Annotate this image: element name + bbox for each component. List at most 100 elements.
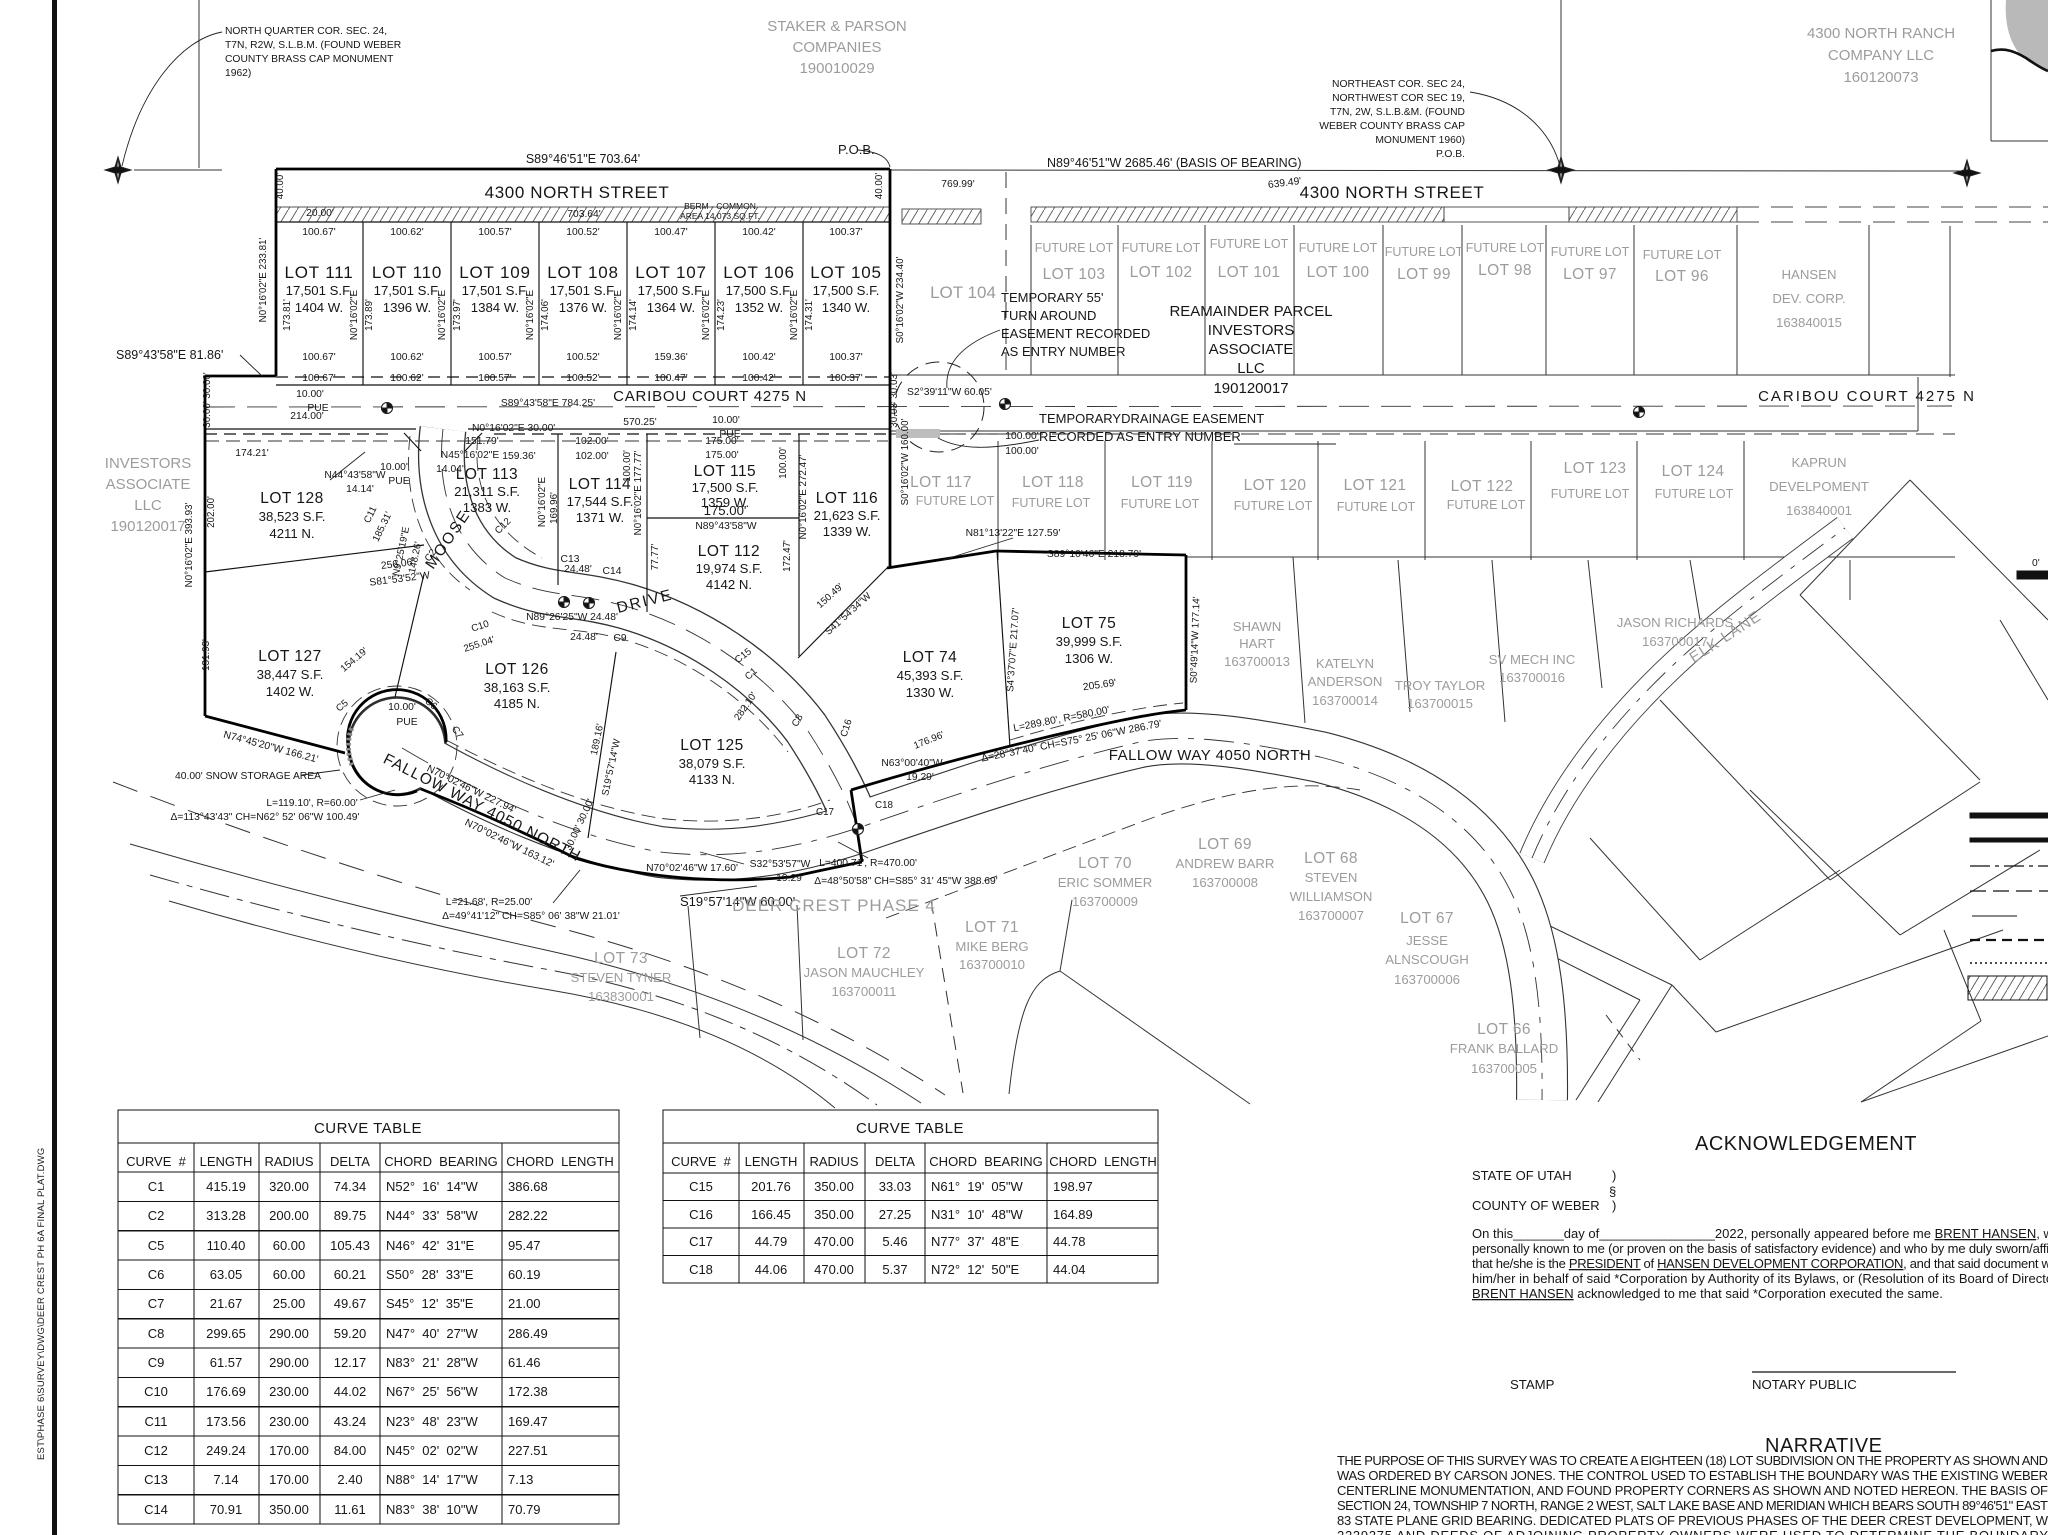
svg-text:DEER CREST PHASE 4: DEER CREST PHASE 4 — [732, 896, 936, 915]
svg-text:LOT 128: LOT 128 — [260, 490, 324, 507]
svg-text:190010029: 190010029 — [799, 60, 874, 77]
svg-text:N0°16'02"E: N0°16'02"E — [613, 289, 624, 340]
svg-text:38,163 S.F.: 38,163 S.F. — [484, 680, 551, 695]
svg-text:230.00: 230.00 — [269, 1414, 309, 1429]
svg-text:163700008: 163700008 — [1192, 875, 1258, 890]
svg-text:S0°16'02"W 234.40': S0°16'02"W 234.40' — [895, 256, 906, 343]
svg-text:415.19: 415.19 — [206, 1179, 246, 1194]
svg-text:100.42': 100.42' — [742, 352, 775, 363]
svg-text:NARRATIVE: NARRATIVE — [1765, 1435, 1882, 1457]
svg-text:N72° 12' 50"E: N72° 12' 50"E — [931, 1262, 1020, 1277]
svg-text:L=119.10', R=60.00': L=119.10', R=60.00' — [266, 798, 357, 809]
svg-text:201.76: 201.76 — [751, 1179, 791, 1194]
svg-text:21.67: 21.67 — [210, 1296, 243, 1311]
svg-text:190120017: 190120017 — [110, 518, 185, 535]
svg-text:S2°39'11"W 60.05': S2°39'11"W 60.05' — [907, 387, 992, 398]
svg-text:170.00: 170.00 — [269, 1472, 309, 1487]
svg-text:11.61: 11.61 — [334, 1502, 366, 1517]
svg-text:17,500 S.F.: 17,500 S.F. — [813, 283, 880, 298]
svg-text:25.00: 25.00 — [273, 1296, 306, 1311]
svg-text:C7: C7 — [449, 724, 465, 741]
svg-text:1306 W.: 1306 W. — [1065, 651, 1113, 666]
svg-text:C10: C10 — [470, 618, 491, 634]
svg-text:C17: C17 — [689, 1234, 713, 1249]
svg-text:10.00': 10.00' — [388, 702, 416, 713]
svg-text:DELTA: DELTA — [330, 1154, 370, 1169]
svg-text:LOT 121: LOT 121 — [1344, 477, 1407, 494]
svg-text:100.62': 100.62' — [390, 373, 423, 384]
svg-text:1962): 1962) — [225, 68, 251, 79]
svg-text:1402 W.: 1402 W. — [266, 684, 314, 699]
svg-text:174.23': 174.23' — [716, 299, 727, 331]
svg-text:40.00' SNOW STORAGE AREA: 40.00' SNOW STORAGE AREA — [175, 771, 321, 782]
svg-text:110.40: 110.40 — [207, 1238, 246, 1253]
svg-text:FUTURE LOT: FUTURE LOT — [1337, 500, 1416, 514]
svg-text:On this_______day of__________: On this_______day of________________2022… — [1472, 1226, 2048, 1241]
svg-text:FUTURE LOT: FUTURE LOT — [1551, 245, 1630, 259]
svg-text:4133 N.: 4133 N. — [689, 772, 735, 787]
svg-text:WILLIAMSON: WILLIAMSON — [1290, 889, 1373, 904]
svg-text:WAS ORDERED BY CARSON JONES.: WAS ORDERED BY CARSON JONES. THE CONTROL… — [1337, 1468, 2048, 1483]
svg-text:100.00': 100.00' — [1005, 446, 1038, 457]
svg-text:RADIUS: RADIUS — [264, 1154, 313, 1169]
svg-text:39,999 S.F.: 39,999 S.F. — [1056, 634, 1123, 649]
svg-text:CARIBOU COURT 4275 N: CARIBOU COURT 4275 N — [1758, 388, 1976, 405]
svg-text:LOT 104: LOT 104 — [930, 283, 996, 302]
svg-text:95.47: 95.47 — [508, 1238, 541, 1253]
svg-text:DELTA: DELTA — [875, 1154, 915, 1169]
svg-text:LOT 71: LOT 71 — [965, 919, 1019, 936]
svg-text:FUTURE LOT: FUTURE LOT — [1121, 497, 1200, 511]
svg-text:PUE: PUE — [388, 476, 409, 487]
svg-text:S19°57'14"W: S19°57'14"W — [600, 737, 623, 797]
svg-text:17,544 S.F.: 17,544 S.F. — [567, 494, 634, 509]
svg-text:N0°16'02"E: N0°16'02"E — [537, 476, 548, 527]
svg-text:MONUMENT 1960): MONUMENT 1960) — [1375, 135, 1465, 146]
svg-text:172.47': 172.47' — [782, 540, 793, 572]
svg-text:LOT 99: LOT 99 — [1397, 266, 1451, 283]
svg-text:NORTHWEST COR SEC 19,: NORTHWEST COR SEC 19, — [1332, 93, 1465, 104]
svg-text:STAKER & PARSON: STAKER & PARSON — [767, 18, 906, 35]
svg-text:FUTURE LOT: FUTURE LOT — [1210, 237, 1289, 251]
svg-text:LENGTH: LENGTH — [745, 1154, 798, 1169]
svg-text:1330 W.: 1330 W. — [906, 685, 954, 700]
svg-text:LOT 127: LOT 127 — [258, 648, 322, 665]
svg-text:C2: C2 — [148, 1208, 165, 1223]
svg-text:38,079 S.F.: 38,079 S.F. — [679, 756, 746, 771]
svg-text:100.57': 100.57' — [478, 373, 511, 384]
svg-text:N0°16'02"E 177.77': N0°16'02"E 177.77' — [633, 451, 644, 536]
svg-text:350.00: 350.00 — [814, 1207, 854, 1222]
svg-text:163840001: 163840001 — [1786, 503, 1852, 518]
svg-text:59.20: 59.20 — [334, 1326, 367, 1341]
svg-text:38,523 S.F.: 38,523 S.F. — [259, 509, 326, 524]
svg-text:159.36': 159.36' — [502, 451, 535, 462]
svg-text:100.37': 100.37' — [829, 373, 862, 384]
svg-text:FRANK BALLARD: FRANK BALLARD — [1450, 1041, 1558, 1056]
svg-text:350.00: 350.00 — [814, 1179, 854, 1194]
svg-text:159.36': 159.36' — [654, 352, 687, 363]
svg-text:282.22: 282.22 — [508, 1208, 548, 1223]
svg-text:C8: C8 — [148, 1326, 165, 1341]
svg-text:C5: C5 — [334, 697, 351, 714]
svg-text:personally known to me (or pro: personally known to me (or proven on the… — [1472, 1241, 2048, 1256]
svg-text:LOT 70: LOT 70 — [1078, 855, 1132, 872]
svg-text:20.00': 20.00' — [306, 208, 334, 219]
svg-text:FUTURE LOT: FUTURE LOT — [916, 494, 995, 508]
svg-text:LOT 68: LOT 68 — [1304, 850, 1358, 867]
svg-text:70.91: 70.91 — [210, 1502, 243, 1517]
svg-text:10.00': 10.00' — [380, 462, 408, 473]
svg-text:C14: C14 — [603, 566, 622, 577]
svg-text:ACKNOWLEDGEMENT: ACKNOWLEDGEMENT — [1695, 1133, 1917, 1155]
svg-text:LOT 116: LOT 116 — [816, 490, 878, 507]
svg-text:KAPRUN: KAPRUN — [1792, 455, 1847, 470]
svg-text:313.28: 313.28 — [206, 1208, 246, 1223]
svg-text:S0°49'14"W 177.14': S0°49'14"W 177.14' — [1188, 596, 1202, 683]
svg-text:S19°57'14"W 60.00': S19°57'14"W 60.00' — [680, 894, 795, 909]
svg-text:290.00: 290.00 — [269, 1355, 309, 1370]
svg-text:12.17: 12.17 — [334, 1355, 367, 1370]
svg-text:176.96': 176.96' — [912, 730, 946, 752]
svg-text:LOT 102: LOT 102 — [1130, 264, 1193, 281]
svg-text:100.47': 100.47' — [654, 227, 687, 238]
svg-text:SHAWN: SHAWN — [1233, 619, 1282, 634]
svg-text:LOT 118: LOT 118 — [1022, 474, 1084, 491]
svg-text:163700016: 163700016 — [1499, 670, 1565, 685]
